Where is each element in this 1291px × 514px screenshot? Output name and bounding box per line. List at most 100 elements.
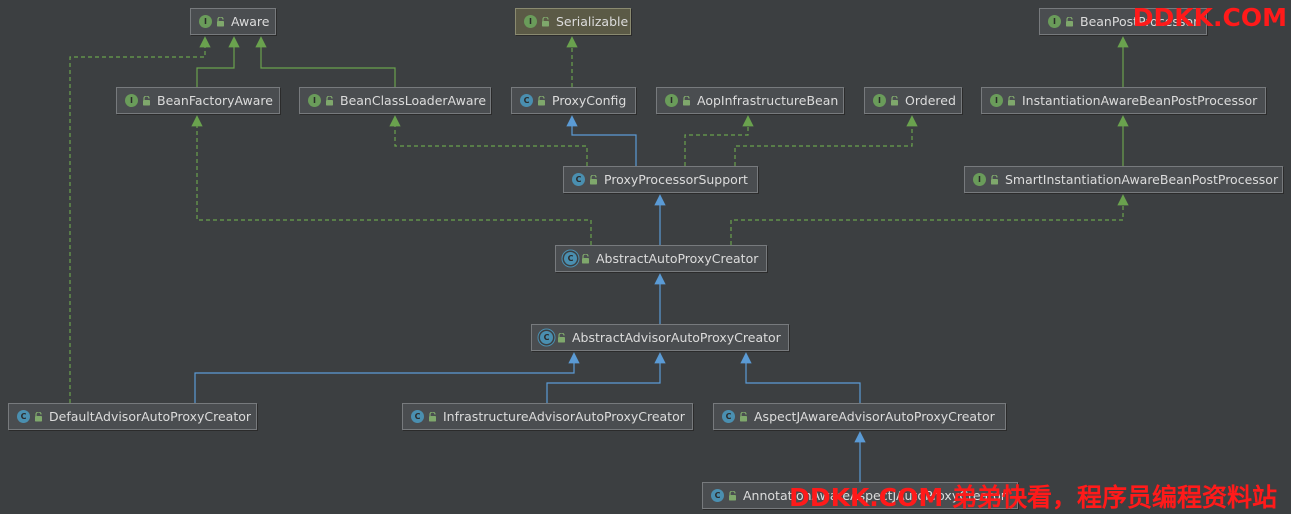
node-label: Ordered (905, 93, 956, 108)
arrowhead (740, 352, 752, 364)
node-label: AopInfrastructureBean (697, 93, 839, 108)
node-ord[interactable]: I Ordered (864, 87, 962, 114)
node-bcla[interactable]: I BeanClassLoaderAware (299, 87, 491, 114)
class-icon: C (711, 489, 724, 502)
node-aapc[interactable]: C AbstractAutoProxyCreator (555, 245, 767, 272)
node-label: ProxyConfig (552, 93, 627, 108)
public-lock-icon (537, 95, 546, 106)
public-lock-icon (990, 174, 999, 185)
edge-line (684, 126, 749, 166)
interface-icon: I (665, 94, 678, 107)
public-lock-icon (1007, 95, 1016, 106)
edge-line (194, 363, 575, 403)
edges (69, 36, 1129, 482)
public-lock-icon (728, 490, 737, 501)
interface-icon: I (990, 94, 1003, 107)
arrowhead (1117, 194, 1129, 206)
node-label: AbstractAdvisorAutoProxyCreator (572, 330, 781, 345)
node-iaapc[interactable]: C InfrastructureAdvisorAutoProxyCreator (402, 403, 693, 430)
node-label: SmartInstantiationAwareBeanPostProcessor (1005, 172, 1279, 187)
node-daapc[interactable]: C DefaultAdvisorAutoProxyCreator (8, 403, 257, 430)
edge-daapc-to-aaapc (194, 352, 580, 403)
public-lock-icon (739, 411, 748, 422)
abstract-class-icon: C (564, 252, 577, 265)
node-label: InstantiationAwareBeanPostProcessor (1022, 93, 1258, 108)
arrowhead (742, 115, 754, 127)
node-label: BeanPostProcessor (1080, 14, 1199, 29)
node-iabpp[interactable]: I InstantiationAwareBeanPostProcessor (981, 87, 1266, 114)
edge-ajaapc-to-aaapc (740, 352, 861, 403)
interface-icon: I (973, 173, 986, 186)
node-siabpp[interactable]: I SmartInstantiationAwareBeanPostProcesso… (964, 166, 1283, 193)
edge-line (196, 126, 592, 245)
public-lock-icon (428, 411, 437, 422)
public-lock-icon (682, 95, 691, 106)
class-icon: C (722, 410, 735, 423)
arrowhead (654, 352, 666, 364)
arrowhead (906, 115, 918, 127)
edge-pps-to-ord (734, 115, 918, 166)
node-pps[interactable]: C ProxyProcessorSupport (563, 166, 758, 193)
class-icon: C (572, 173, 585, 186)
class-icon: C (520, 94, 533, 107)
arrowhead (199, 36, 211, 48)
edge-pps-to-pc (566, 115, 637, 166)
edge-line (571, 126, 637, 166)
arrowhead (389, 115, 401, 127)
arrowhead (228, 36, 240, 48)
edge-line (394, 126, 588, 166)
node-label: BeanClassLoaderAware (340, 93, 487, 108)
edge-pps-to-aib (684, 115, 754, 166)
node-label: BeanFactoryAware (157, 93, 273, 108)
interface-icon: I (199, 15, 212, 28)
public-lock-icon (216, 16, 225, 27)
node-aaaapc[interactable]: C AnnotationAwareAspectJAutoProxyCreator (702, 482, 1018, 509)
arrowhead (654, 273, 666, 285)
node-label: ProxyProcessorSupport (604, 172, 748, 187)
public-lock-icon (325, 95, 334, 106)
node-pc[interactable]: C ProxyConfig (511, 87, 636, 114)
class-icon: C (411, 410, 424, 423)
public-lock-icon (34, 411, 43, 422)
node-aware[interactable]: I Aware (190, 8, 276, 35)
node-label: Serializable (556, 14, 629, 29)
node-label: AnnotationAwareAspectJAutoProxyCreator (743, 488, 1006, 503)
edge-aaaapc-to-ajaapc (854, 431, 866, 482)
edge-aapc-to-bfa (191, 115, 592, 245)
node-label: DefaultAdvisorAutoProxyCreator (49, 409, 252, 424)
edge-daapc-to-aware (69, 36, 211, 403)
arrowhead (654, 194, 666, 206)
node-bfa[interactable]: I BeanFactoryAware (116, 87, 280, 114)
node-label: Aware (231, 14, 270, 29)
edge-iaapc-to-aaapc (546, 352, 666, 403)
public-lock-icon (557, 332, 566, 343)
watermark-bottom: DDKK.COM 弟弟快看，程序员编程资料站 (789, 483, 1277, 512)
interface-icon: I (125, 94, 138, 107)
node-aib[interactable]: I AopInfrastructureBean (656, 87, 844, 114)
public-lock-icon (581, 253, 590, 264)
arrowhead (1117, 115, 1129, 127)
edge-aapc-to-siabpp (730, 194, 1129, 245)
node-label: AspectJAwareAdvisorAutoProxyCreator (754, 409, 995, 424)
edge-siabpp-to-iabpp (1117, 115, 1129, 166)
node-label: InfrastructureAdvisorAutoProxyCreator (443, 409, 685, 424)
node-serializable[interactable]: I Serializable (515, 8, 631, 35)
edge-line (546, 363, 661, 403)
node-ajaapc[interactable]: C AspectJAwareAdvisorAutoProxyCreator (713, 403, 1006, 430)
arrowhead (566, 115, 578, 127)
watermark-top: DDKK.COM (1132, 3, 1287, 32)
arrowhead (568, 352, 580, 364)
public-lock-icon (890, 95, 899, 106)
class-icon: C (17, 410, 30, 423)
arrowhead (191, 115, 203, 127)
edge-line (196, 47, 235, 87)
edge-line (730, 205, 1124, 245)
arrowhead (1117, 36, 1129, 48)
node-label: AbstractAutoProxyCreator (596, 251, 759, 266)
interface-icon: I (873, 94, 886, 107)
interface-icon: I (308, 94, 321, 107)
interface-icon: I (524, 15, 537, 28)
